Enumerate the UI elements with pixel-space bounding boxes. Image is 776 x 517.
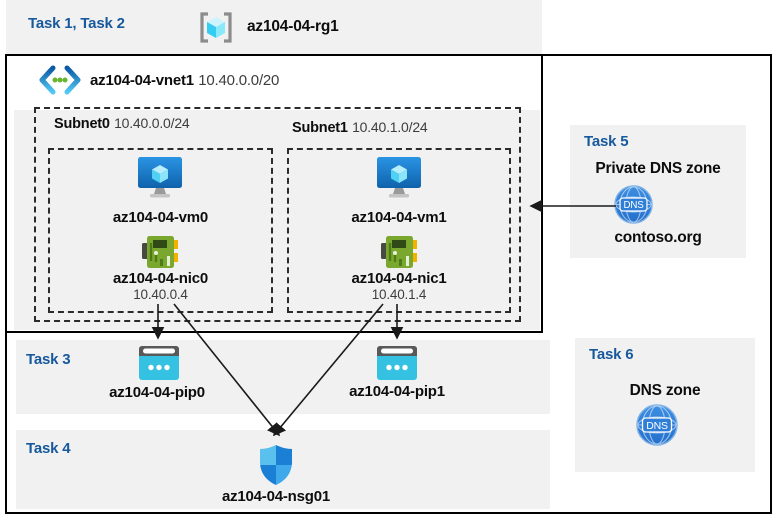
task3-heading: Task 3 — [26, 351, 71, 368]
task6-heading: Task 6 — [589, 346, 634, 363]
pip1-label: az104-04-pip1 — [349, 383, 445, 400]
task6-box — [575, 338, 755, 472]
subnet1-label: Subnet1 10.40.1.0/24 — [292, 119, 428, 137]
private-dns-zone-icon: DNS — [614, 185, 653, 224]
nic1-label: az104-04-nic1 — [351, 270, 447, 287]
subnet1-cidr: 10.40.1.0/24 — [352, 119, 428, 135]
vm0-icon — [137, 157, 183, 199]
svg-text:DNS: DNS — [646, 420, 668, 432]
pip0-icon — [139, 346, 179, 380]
task1-2-band: Task 1, Task 2 az104-04-rg1 — [6, 0, 542, 54]
task4-heading: Task 4 — [26, 440, 71, 457]
subnet1-inner-box — [287, 148, 511, 313]
subnet1-name: Subnet1 — [292, 120, 348, 136]
svg-text:DNS: DNS — [623, 200, 644, 211]
vnet-icon — [38, 63, 82, 97]
subnet0-cidr: 10.40.0.0/24 — [114, 115, 190, 131]
vm1-label: az104-04-vm1 — [351, 209, 447, 226]
vnet-cidr: 10.40.0.0/20 — [198, 72, 280, 89]
subnet0-inner-box — [48, 148, 273, 313]
nic0-icon — [142, 234, 178, 270]
task1-2-heading: Task 1, Task 2 — [28, 15, 125, 32]
dns-zone-icon: DNS — [636, 404, 678, 446]
pip0-label: az104-04-pip0 — [109, 384, 205, 401]
subnet0-label: Subnet0 10.40.0.0/24 — [54, 115, 190, 133]
task5-box — [570, 125, 746, 258]
dns-zone-title: DNS zone — [629, 382, 701, 399]
task5-heading: Task 5 — [584, 133, 629, 150]
nic1-icon — [381, 234, 417, 270]
task3-band — [16, 340, 550, 414]
nic1-ip: 10.40.1.4 — [371, 287, 427, 302]
vnet-label: az104-04-vnet1 10.40.0.0/20 — [90, 72, 279, 90]
vm0-label: az104-04-vm0 — [112, 209, 209, 226]
subnet0-name: Subnet0 — [54, 116, 110, 132]
pip1-icon — [377, 346, 417, 380]
vm1-icon — [376, 157, 422, 199]
nsg-icon — [257, 444, 295, 486]
nic0-ip: 10.40.0.4 — [133, 287, 188, 302]
private-dns-zone-title: Private DNS zone — [595, 160, 721, 177]
subnets-backdrop — [14, 110, 540, 330]
vnet-name: az104-04-vnet1 — [90, 72, 194, 89]
resource-group-icon — [198, 11, 234, 44]
nsg-label: az104-04-nsg01 — [221, 488, 331, 505]
nic0-label: az104-04-nic0 — [113, 270, 208, 287]
private-dns-zone-name: contoso.org — [614, 229, 702, 246]
resource-group-label: az104-04-rg1 — [247, 18, 339, 35]
